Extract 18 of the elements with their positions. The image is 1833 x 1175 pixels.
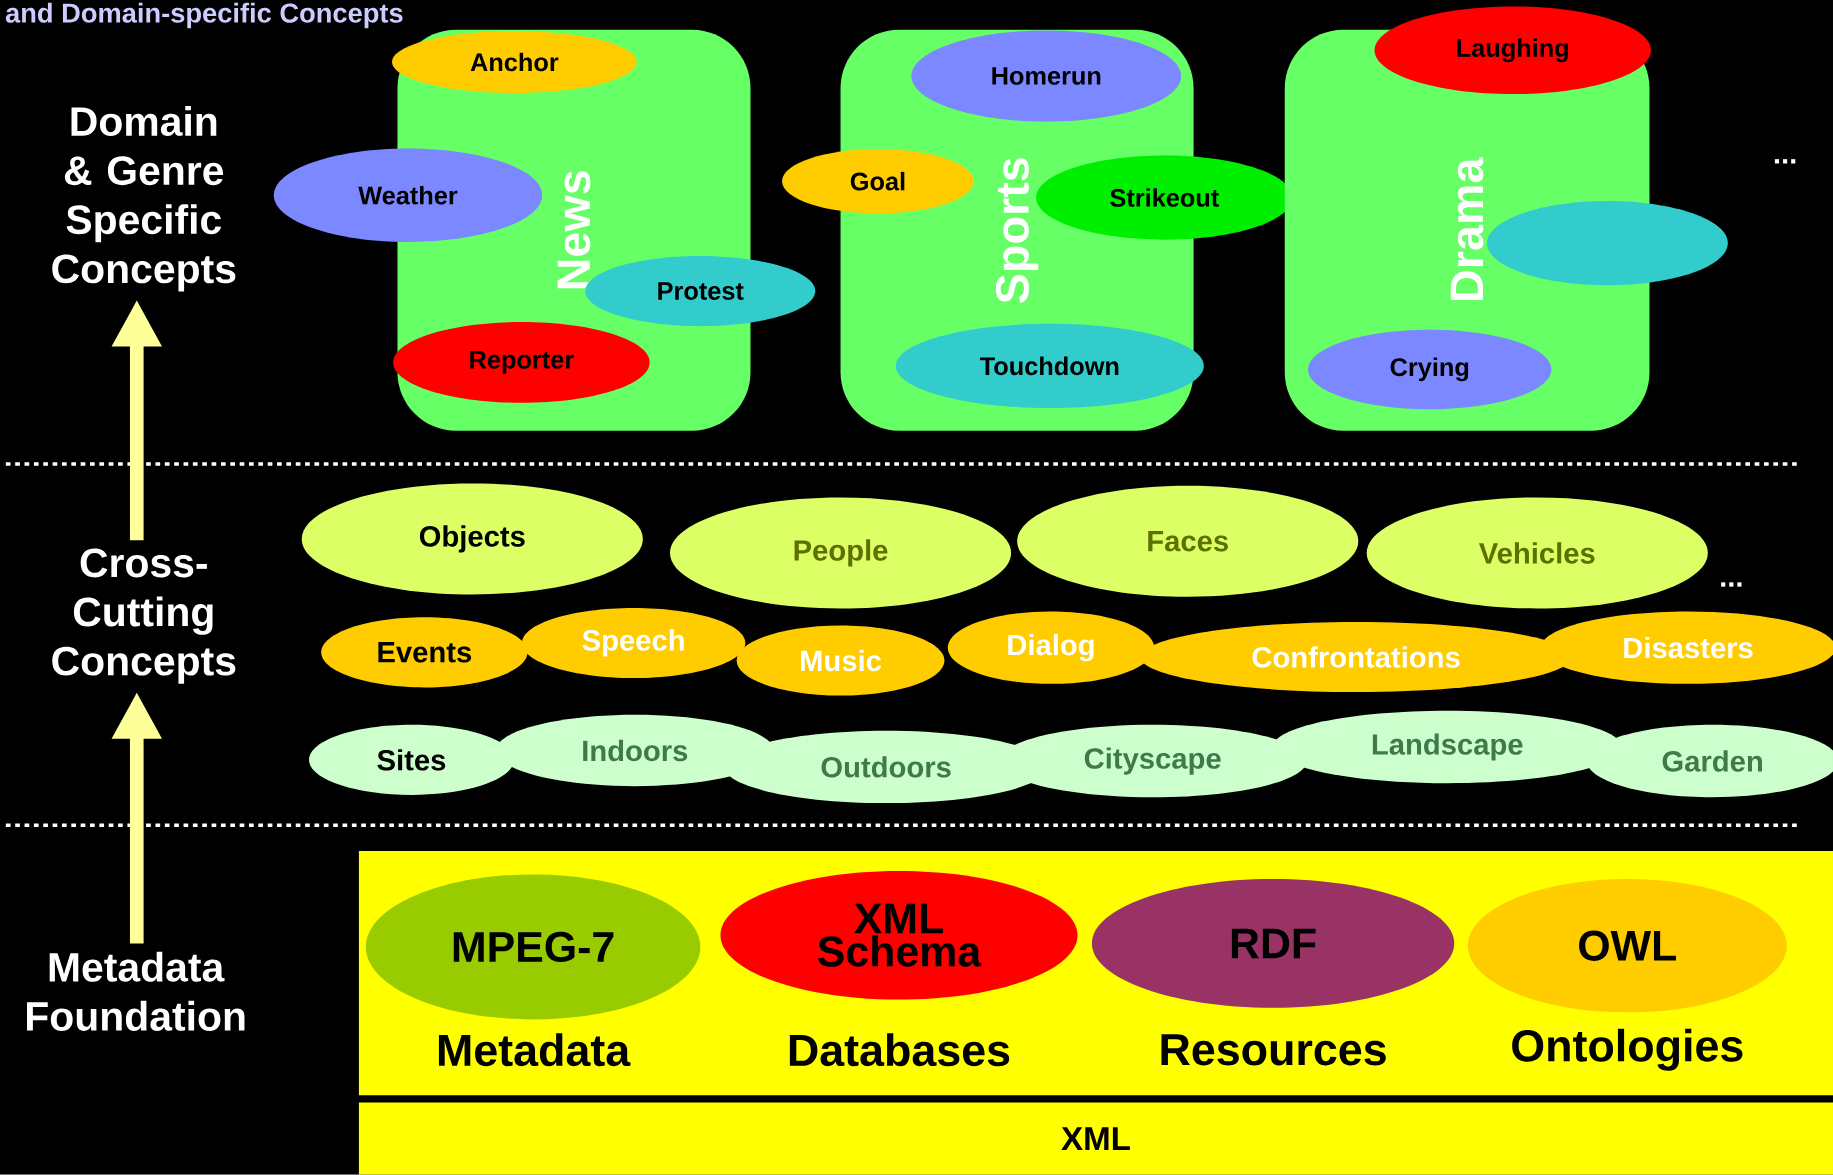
layer-label: Cross-Cutting Concepts — [52, 548, 236, 684]
node-label: Indoors — [583, 739, 688, 762]
node-label: Landscape — [1372, 733, 1523, 761]
layer-label: Domain & Genre Specific Concepts — [52, 106, 236, 292]
node-label: Ontologies — [1512, 1028, 1743, 1071]
ellipsis: ... — [1721, 582, 1742, 587]
node-label: Outdoors — [821, 756, 951, 778]
node-label: Garden — [1662, 750, 1762, 772]
node-label: Confrontations — [1252, 646, 1460, 668]
concept-ellipse — [1487, 201, 1728, 286]
diagram-title: and Domain-specific Concepts — [5, 2, 403, 29]
layer-label: Metadata Foundation — [27, 951, 245, 1031]
node-label: Metadata — [438, 1033, 631, 1067]
node-label: Resources — [1161, 1034, 1386, 1066]
node-label: Cityscape — [1084, 747, 1221, 775]
ellipsis: ... — [1774, 159, 1796, 164]
node-label: Databases — [789, 1033, 1010, 1067]
xml-bar: XML — [358, 1102, 1833, 1175]
